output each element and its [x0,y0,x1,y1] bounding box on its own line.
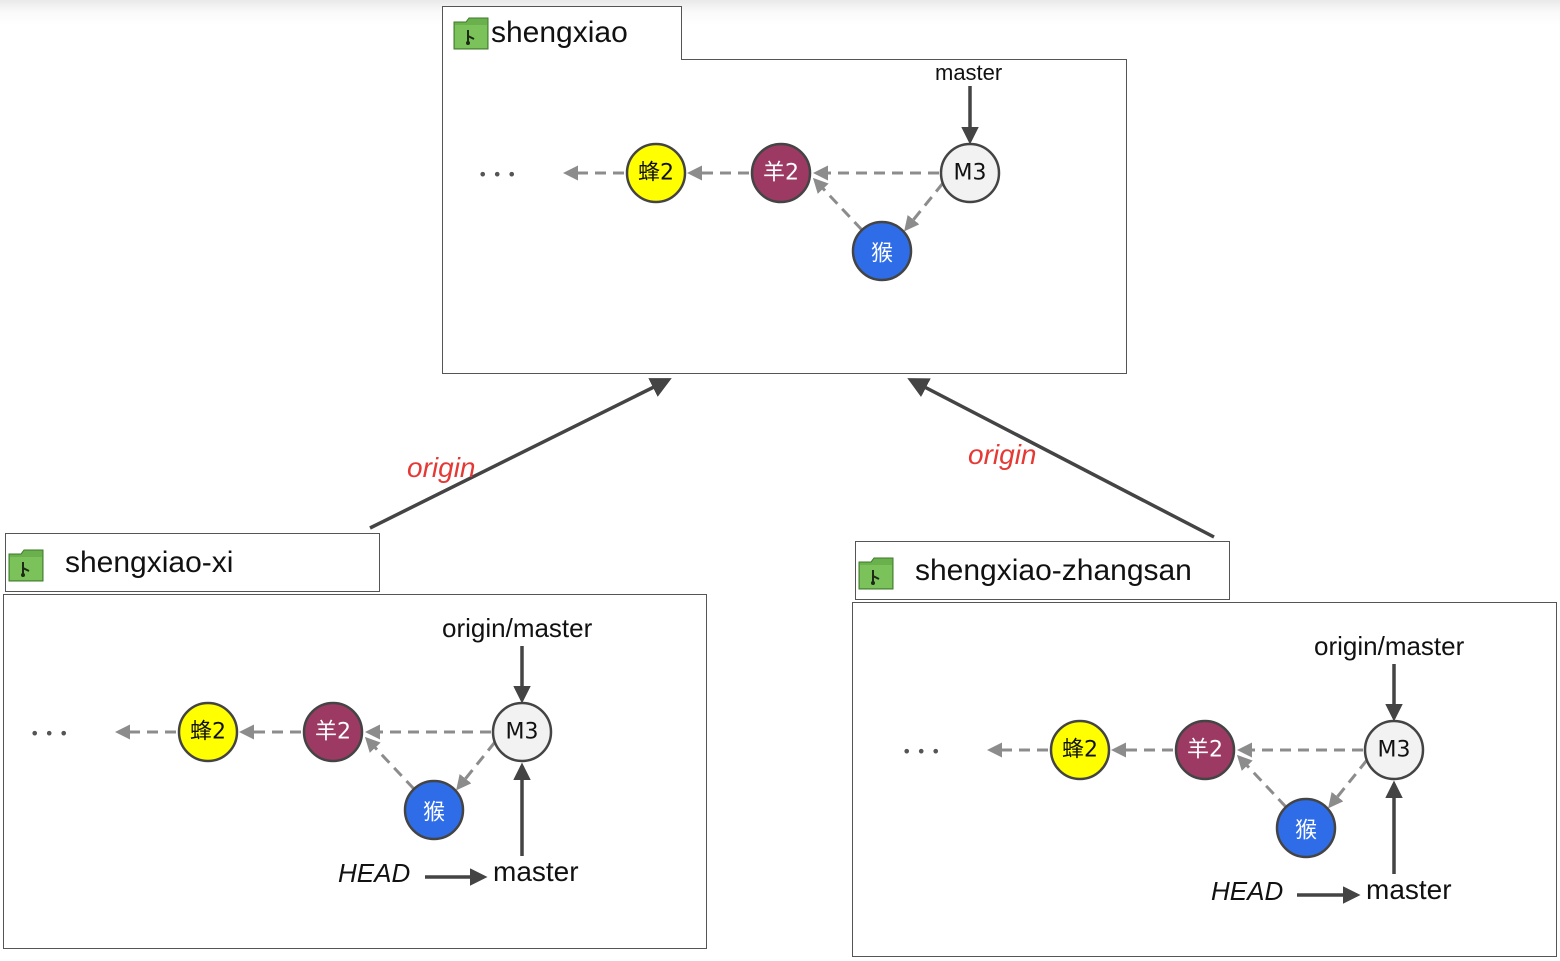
right-repo-tab[interactable]: shengxiao-zhangsan [855,541,1230,600]
left-repo-tab[interactable]: shengxiao-xi [5,533,380,592]
commit-label: 蜂2 [1062,738,1098,763]
commit-label: 羊2 [315,720,351,745]
git-folder-icon [453,17,489,50]
commit-label: 猴 [423,801,445,826]
branch-ref-master: master [493,856,579,887]
commit-label: 蜂2 [190,720,226,745]
central-commit-graph: • • • 蜂2 羊2 猴 M3 master [478,60,1002,282]
origin-arrow-left [369,378,672,530]
left-commit-graph: • • • 蜂2 羊2 猴 M3 origin/master HEAD mast… [30,613,593,888]
commit-bee2[interactable] [177,701,239,763]
head-ref: HEAD [1211,876,1283,906]
repo-name: shengxiao-xi [65,546,234,579]
head-ref: HEAD [338,858,410,888]
central-repo-box [442,59,1127,374]
commit-sheep2[interactable] [302,701,364,763]
repo-name: shengxiao-zhangsan [915,554,1192,587]
left-repo-box [3,594,707,949]
branch-ref-master: master [1366,874,1452,905]
repo-name: shengxiao [491,16,628,49]
commit-label: M3 [1378,738,1411,763]
remote-ref-origin-master: origin/master [1314,631,1465,661]
parent-edge [1328,759,1369,809]
git-folder-icon [8,549,44,582]
commit-monkey[interactable] [1275,797,1337,859]
branch-ref-master: master [935,60,1002,85]
commit-label: 羊2 [763,161,799,186]
commit-label: 羊2 [1187,738,1223,763]
parent-edge [456,741,497,791]
parent-edge [364,736,416,791]
origin-label-left: origin [407,452,475,483]
commit-label: 猴 [871,242,893,267]
commit-label: 猴 [1295,819,1317,844]
parent-edge [812,177,864,232]
ellipsis: • • • [30,724,68,743]
commit-monkey[interactable] [851,220,913,282]
commit-bee2[interactable] [1049,719,1111,781]
git-folder-icon [858,557,894,590]
commit-sheep2[interactable] [1174,719,1236,781]
remote-ref-origin-master: origin/master [442,613,593,643]
right-commit-graph: • • • 蜂2 羊2 猴 M3 origin/master HEAD mast… [902,631,1465,906]
commit-bee2[interactable] [625,142,687,204]
origin-arrow-right [907,378,1215,539]
central-repo-tab[interactable]: shengxiao [442,6,682,60]
parent-edge [904,182,945,232]
commit-label: M3 [506,720,539,745]
ellipsis: • • • [478,165,516,184]
parent-edge [1236,754,1288,809]
origin-label-right: origin [968,439,1036,470]
commit-sheep2[interactable] [750,142,812,204]
ellipsis: • • • [902,742,940,761]
commit-label: 蜂2 [638,161,674,186]
commit-label: M3 [954,161,987,186]
commit-monkey[interactable] [403,779,465,841]
